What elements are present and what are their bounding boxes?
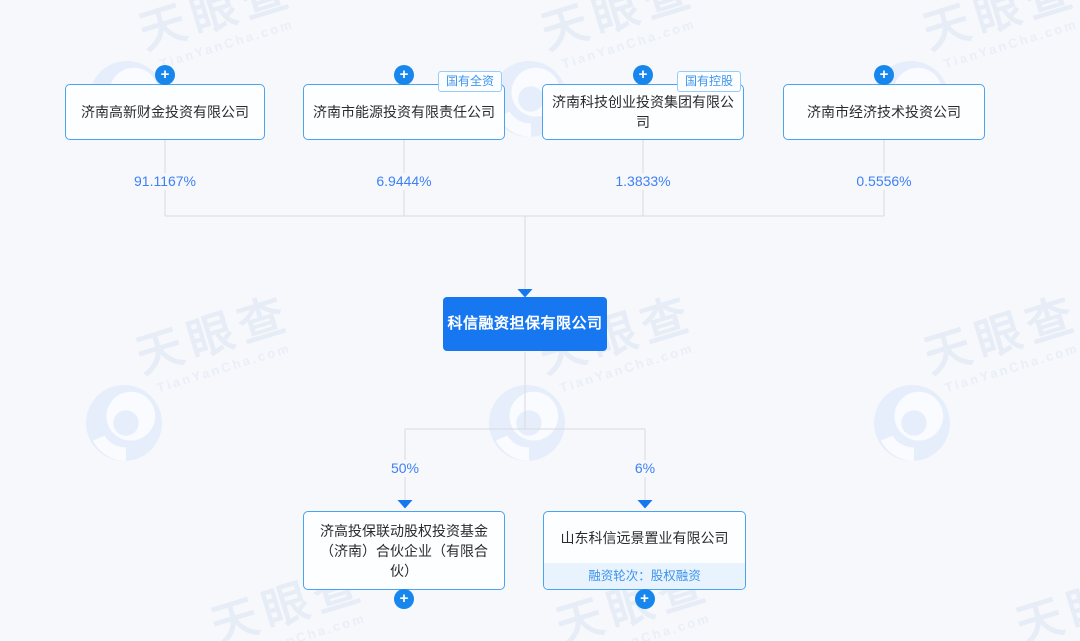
company-name: 济南市经济技术投资公司: [807, 104, 961, 120]
state-owned-badge: 国有控股: [676, 71, 741, 92]
expand-plus-icon[interactable]: +: [394, 589, 414, 609]
expand-plus-icon[interactable]: +: [394, 65, 414, 85]
company-name: 山东科信远景置业有限公司: [560, 529, 729, 546]
expand-plus-icon[interactable]: +: [633, 65, 653, 85]
shareholding-percentage-label: 6.9444%: [371, 173, 437, 190]
arrow-down-icon: [397, 500, 413, 509]
company-name: 济南市能源投资有限责任公司: [313, 104, 495, 120]
shareholding-percentage-label: 1.3833%: [610, 173, 676, 190]
financing-round-tag: 融资轮次：股权融资: [544, 563, 745, 589]
subsidiary-node-2[interactable]: 山东科信远景置业有限公司 融资轮次：股权融资 +: [543, 511, 746, 609]
focus-company-node[interactable]: 科信融资担保有限公司: [443, 297, 607, 351]
company-name: 济高投保联动股权投资基金（济南）合伙企业（有限合伙）: [320, 522, 488, 579]
parent-company-node-1[interactable]: + 济南高新财金投资有限公司: [65, 65, 265, 140]
parent-company-node-2[interactable]: + 国有全资 济南市能源投资有限责任公司: [303, 65, 505, 140]
arrow-down-icon: [637, 500, 653, 509]
shareholding-percentage-label: 0.5556%: [851, 173, 917, 190]
shareholding-percentage-label: 6%: [629, 460, 661, 477]
subsidiary-node-1[interactable]: 济高投保联动股权投资基金（济南）合伙企业（有限合伙） +: [303, 511, 505, 609]
expand-plus-icon[interactable]: +: [634, 589, 655, 609]
shareholding-percentage-label: 91.1167%: [128, 173, 202, 190]
parent-company-node-4[interactable]: + 济南市经济技术投资公司: [783, 65, 985, 140]
parent-company-node-3[interactable]: + 国有控股 济南科技创业投资集团有限公司: [542, 65, 744, 140]
company-name: 济南高新财金投资有限公司: [81, 104, 249, 120]
shareholding-percentage-label: 50%: [385, 460, 425, 477]
expand-plus-icon[interactable]: +: [874, 65, 894, 85]
company-name: 科信融资担保有限公司: [447, 315, 603, 332]
expand-plus-icon[interactable]: +: [155, 65, 175, 85]
arrow-down-icon: [517, 289, 533, 298]
company-name: 济南科技创业投资集团有限公司: [552, 94, 734, 130]
state-owned-badge: 国有全资: [437, 71, 502, 92]
